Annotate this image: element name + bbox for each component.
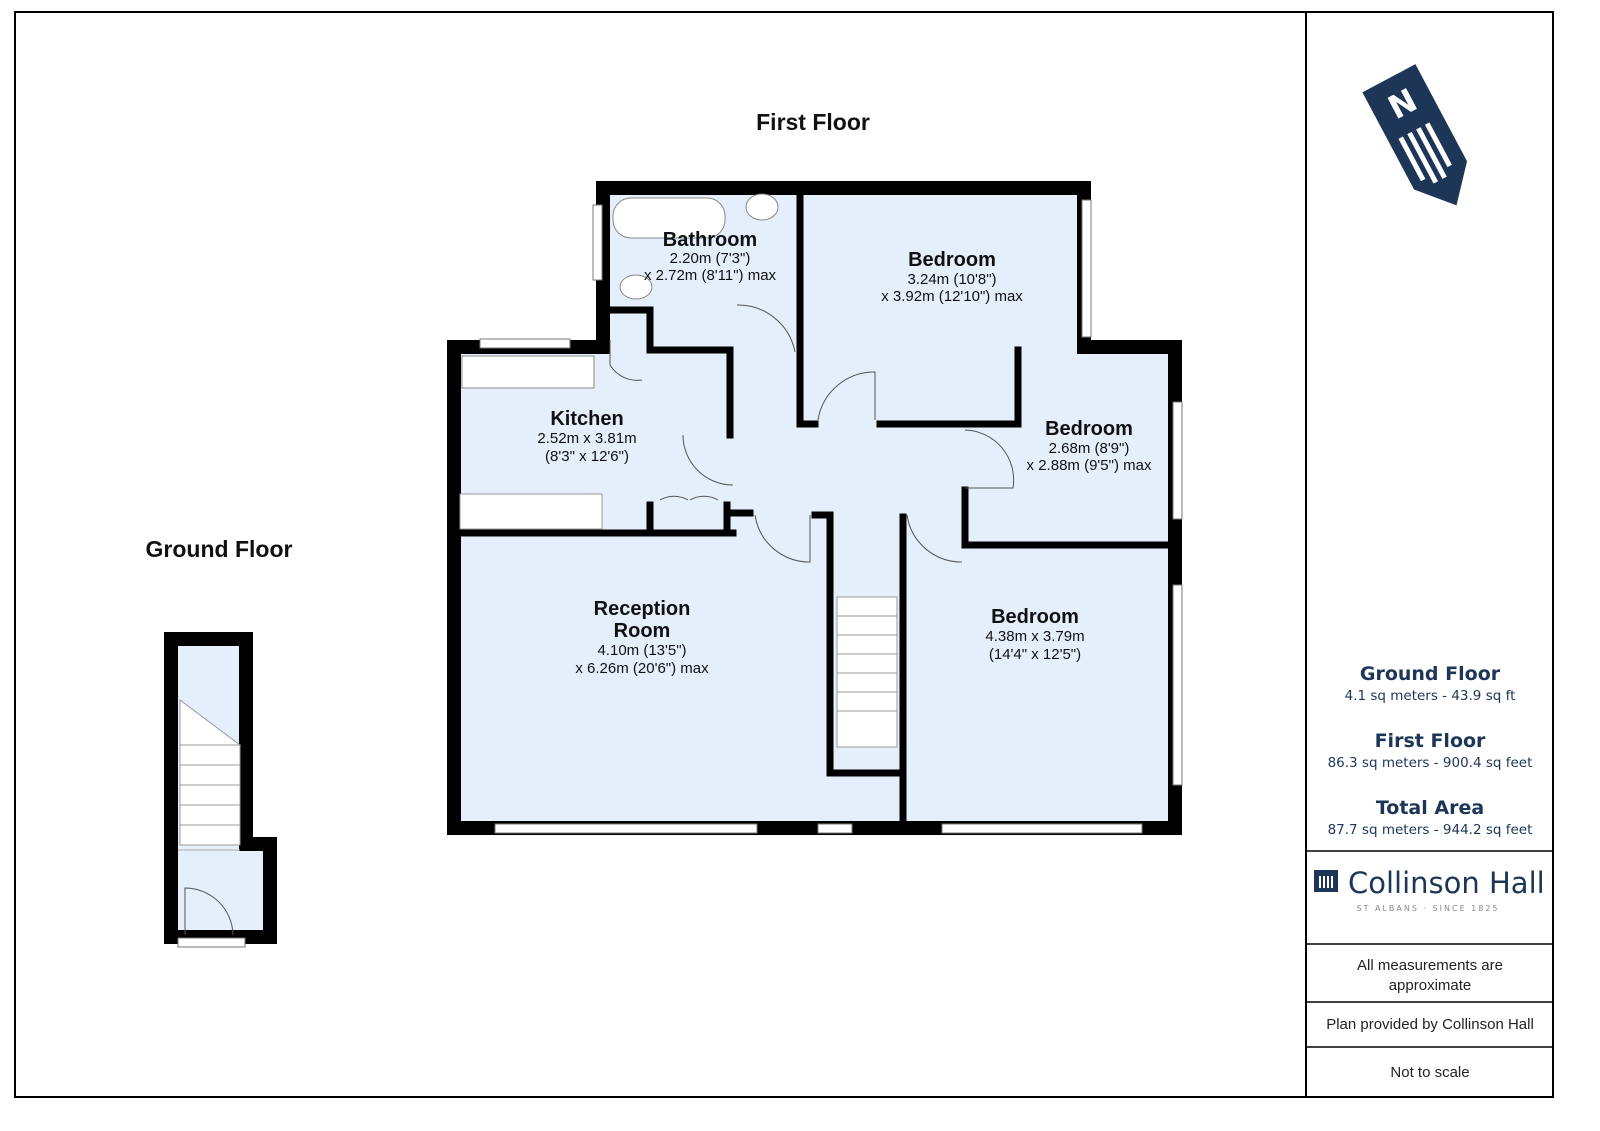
brand-logo: Collinson Hall ST ALBANS · SINCE 1825: [1314, 866, 1545, 913]
measurements-note: approximate: [1389, 977, 1472, 994]
room-dimensions: x 2.72m (8'11") max: [644, 267, 777, 284]
room-dimensions: 2.20m (7'3"): [670, 250, 751, 267]
room-dimensions: 4.10m (13'5"): [597, 642, 686, 659]
staircase: [836, 596, 898, 748]
room-name: Reception: [594, 598, 691, 620]
door-arc: [964, 429, 1015, 489]
area-value: 4.1 sq meters - 43.9 sq ft: [1345, 688, 1516, 704]
area-title: First Floor: [1375, 730, 1486, 752]
interior-walls: [454, 188, 1176, 828]
area-value: 87.7 sq meters - 944.2 sq feet: [1328, 822, 1533, 838]
brand-name: Collinson Hall: [1348, 866, 1545, 900]
window: [479, 338, 571, 349]
kitchen-sink-unit: [461, 355, 595, 389]
window: [592, 204, 603, 281]
room-dimensions: 2.52m x 3.81m: [537, 430, 636, 447]
measurements-note: All measurements are: [1357, 957, 1503, 974]
page-frame: [14, 11, 1554, 1098]
bathtub: [612, 197, 726, 239]
door-arc: [682, 434, 734, 486]
front-door: [177, 937, 246, 948]
cupboard-doors: [659, 495, 719, 501]
window: [494, 823, 758, 834]
ground-floor-plan: Ground Floor: [146, 536, 293, 948]
window: [941, 823, 1143, 834]
room-dimensions: 3.24m (10'8"): [907, 271, 996, 288]
toilet: [619, 274, 653, 300]
logo-icon: [1314, 870, 1338, 892]
compass-icon: [1362, 64, 1468, 206]
room-name: Bedroom: [991, 606, 1079, 628]
room-dimensions: x 3.92m (12'10") max: [881, 288, 1023, 305]
front-door-arc: [184, 887, 234, 936]
window: [1081, 199, 1092, 338]
room-name: Kitchen: [550, 408, 623, 430]
area-title: Ground Floor: [1360, 663, 1501, 685]
first-floor-title: First Floor: [756, 109, 870, 135]
brand-tagline: ST ALBANS · SINCE 1825: [1356, 904, 1499, 913]
room-name: Bathroom: [663, 229, 757, 251]
room-dimensions: x 6.26m (20'6") max: [575, 660, 709, 677]
room-dimensions: (8'3" x 12'6"): [545, 448, 629, 465]
door-arc: [736, 304, 796, 353]
room-dimensions: x 2.88m (9'5") max: [1027, 457, 1152, 474]
ground-floor-title: Ground Floor: [146, 536, 293, 562]
provided-by-note: Plan provided by Collinson Hall: [1326, 1016, 1534, 1033]
room-name: Bedroom: [1045, 418, 1133, 440]
scale-note: Not to scale: [1390, 1064, 1469, 1081]
window: [817, 823, 853, 834]
room-dimensions: 2.68m (8'9"): [1049, 440, 1130, 457]
area-title: Total Area: [1376, 797, 1484, 819]
room-dimensions: (14'4" x 12'5"): [989, 646, 1081, 663]
room-dimensions: 4.38m x 3.79m: [985, 628, 1084, 645]
kitchen-worktop: [459, 493, 603, 530]
room-name: Bedroom: [908, 249, 996, 271]
basin: [745, 193, 779, 221]
area-value: 86.3 sq meters - 900.4 sq feet: [1328, 755, 1533, 771]
first-floor-plan: First Floor Bathroom 2.20m (7'3") x 2.72…: [447, 109, 1183, 835]
window: [1172, 401, 1183, 520]
door-arc: [754, 514, 811, 563]
door-arc: [817, 371, 876, 421]
north-compass: N: [1362, 64, 1468, 206]
room-name: Room: [614, 620, 671, 642]
door-arc: [906, 514, 963, 563]
staircase: [179, 699, 242, 846]
door-arc: [609, 340, 643, 381]
window: [1172, 584, 1183, 786]
